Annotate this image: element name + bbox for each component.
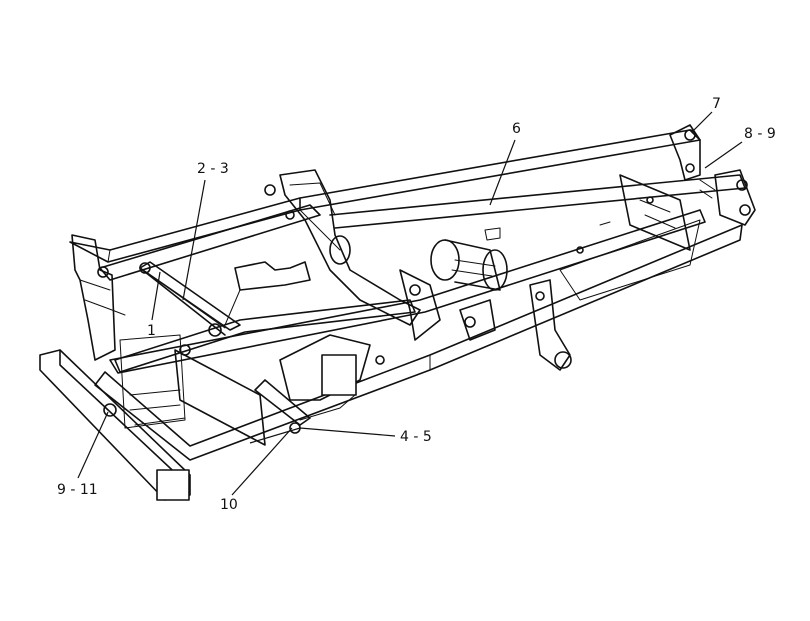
leader-2-3 [182,179,206,301]
rear-upper-bracket [669,124,701,181]
leader-7 [691,111,713,133]
left-front-hanger [71,234,116,361]
leader-9-11 [77,411,109,479]
callout-8-9: 8 - 9 [744,126,776,142]
mid-crossmember [279,169,421,326]
leader-lines [77,111,743,496]
rear-crossmember [619,174,691,251]
leader-4-5 [249,427,396,444]
rear-lower-bracket [714,169,756,226]
callout-labels: 1 2 - 3 4 - 5 6 7 8 - 9 9 - 11 10 [57,96,776,513]
winch-drum [430,239,508,291]
callout-10: 10 [220,497,238,513]
diagonal-brace [114,299,416,373]
chassis-frame-drawing [39,124,756,501]
front-crossmember [174,349,266,446]
rear-right-hanger [529,279,571,371]
leader-6 [489,139,516,206]
callout-1: 1 [147,323,156,339]
callout-7: 7 [712,96,721,112]
leader-1 [151,271,161,321]
under-pipe [279,334,371,401]
callout-9-11: 9 - 11 [57,482,98,498]
callout-6: 6 [512,121,521,137]
leader-8-9 [704,141,743,169]
callout-2-3: 2 - 3 [197,161,229,177]
callout-4-5: 4 - 5 [400,429,432,445]
right-side-rail [94,224,743,461]
leader-10 [231,427,293,496]
lower-longitudinal [109,209,706,374]
cradle-cutout [234,261,311,291]
left-side-rail [69,197,301,263]
rear-side-panel [559,219,701,301]
tie-rod [139,267,226,336]
right-mid-bracket [399,269,441,341]
